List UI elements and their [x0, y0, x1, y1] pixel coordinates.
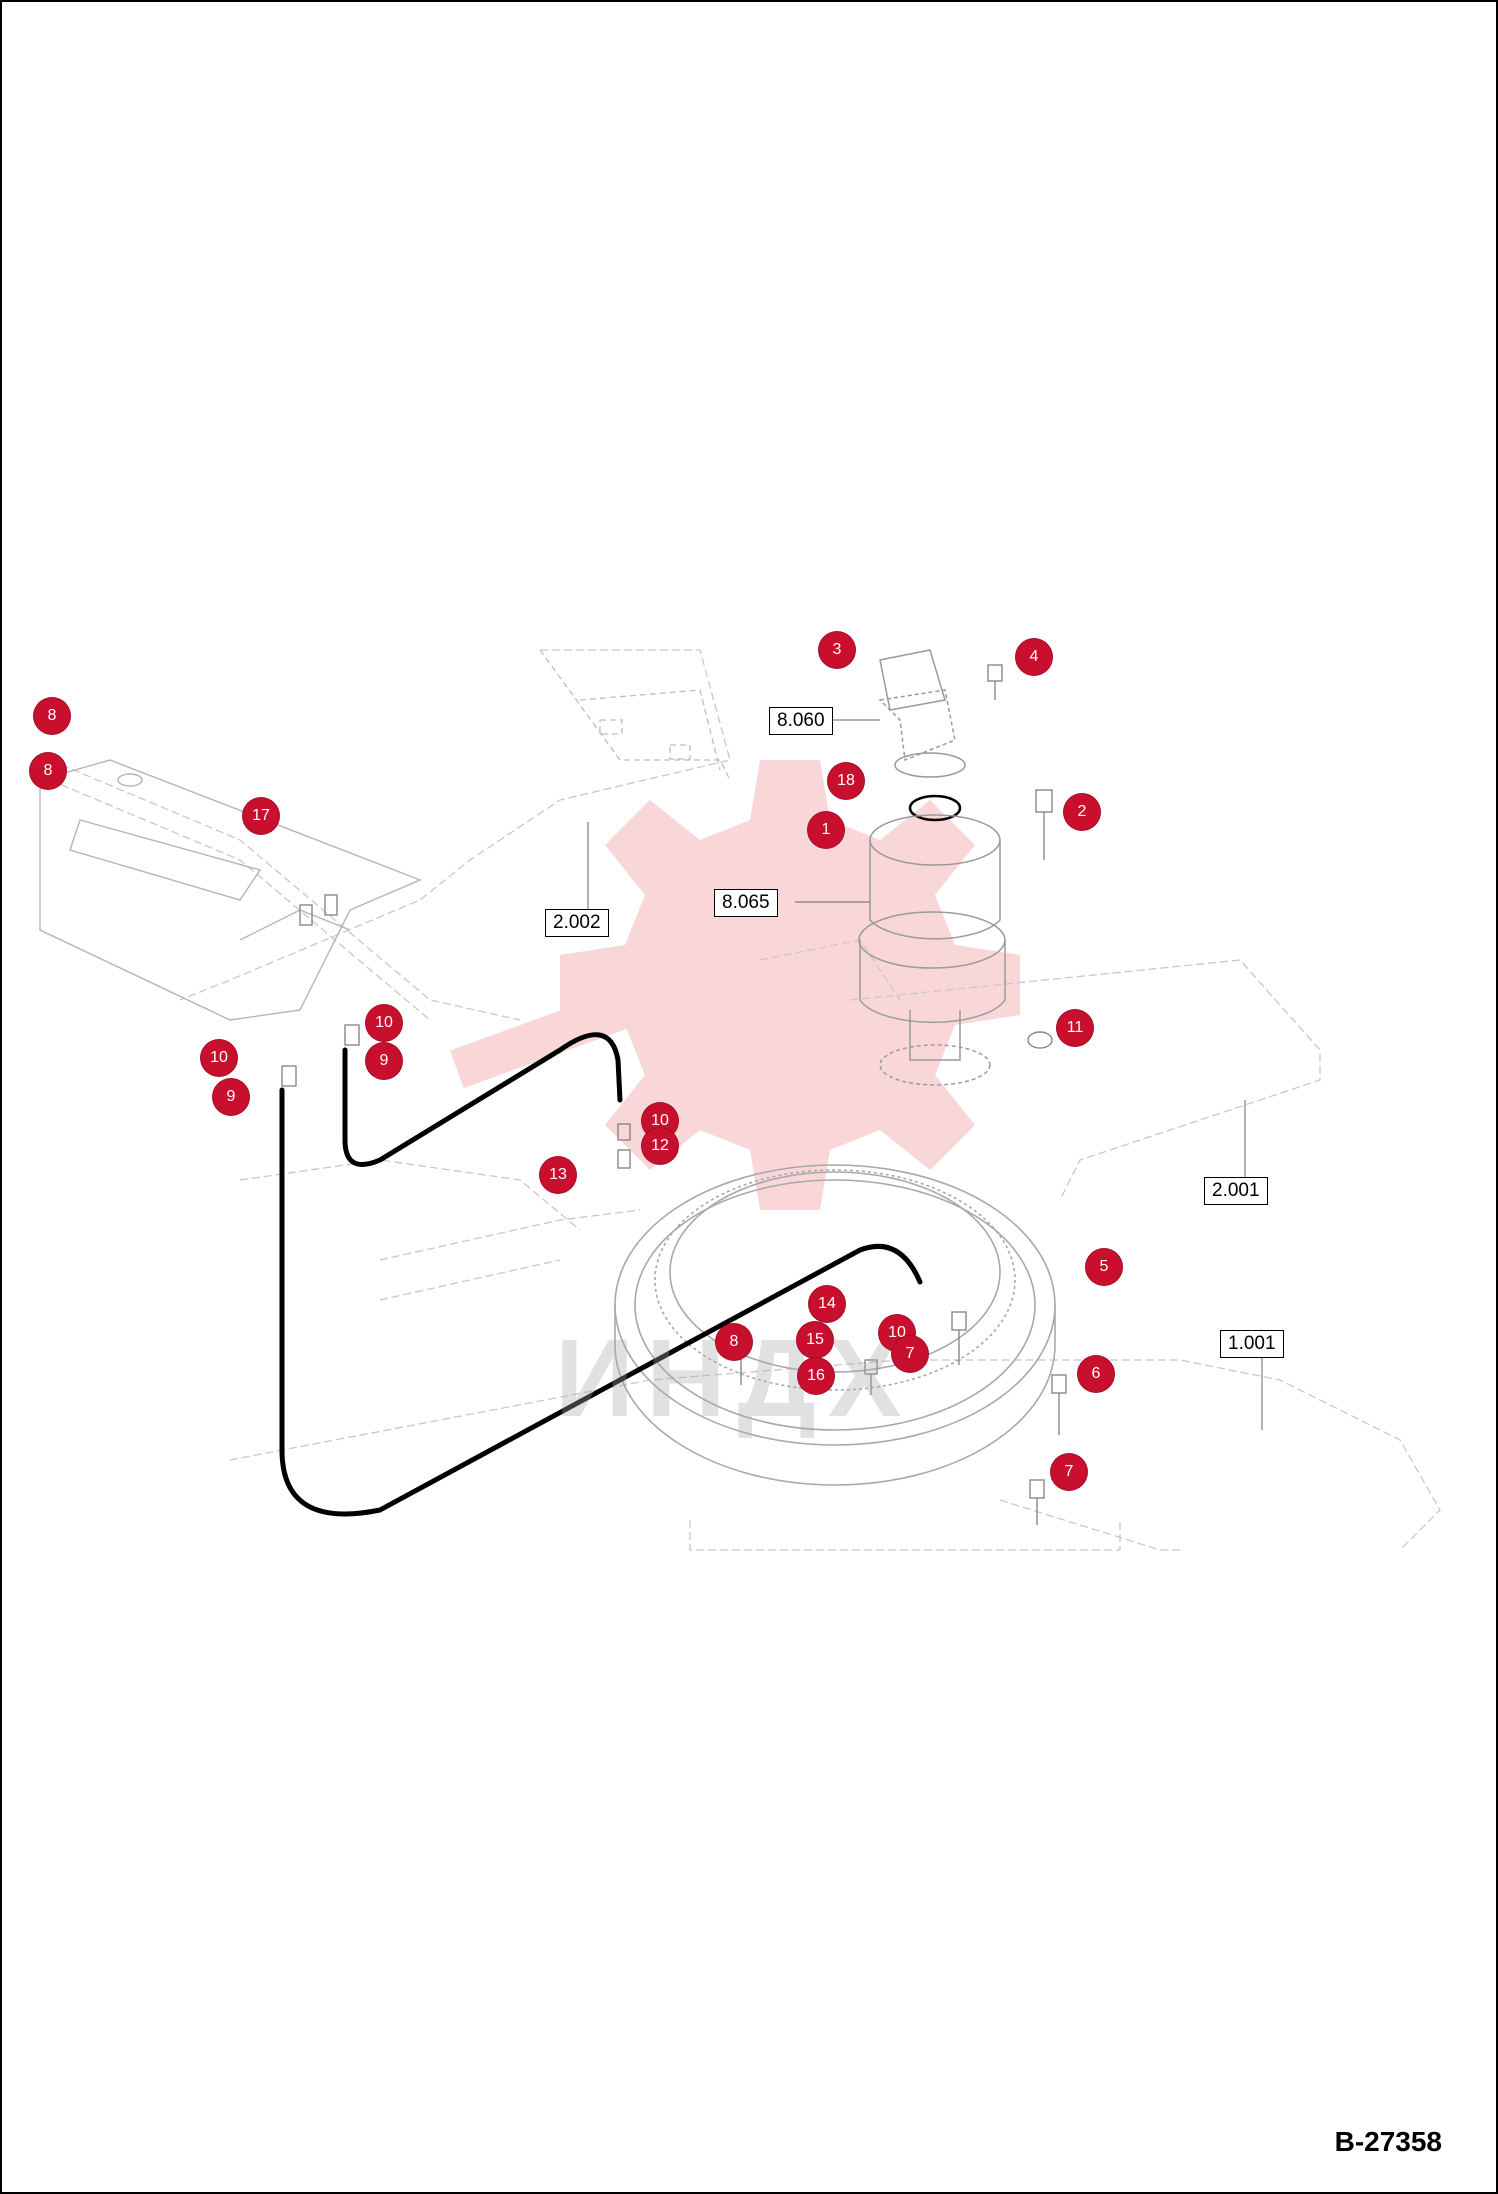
swing-motor [858, 649, 1006, 1086]
callout-10[interactable]: 10 [366, 1005, 402, 1041]
callout-14[interactable]: 14 [809, 1286, 845, 1322]
callout-7[interactable]: 7 [1051, 1454, 1087, 1490]
callout-2[interactable]: 2 [1064, 794, 1100, 830]
reference-box-2002[interactable]: 2.002 [545, 909, 609, 937]
callout-3[interactable]: 3 [819, 632, 855, 668]
callout-4[interactable]: 4 [1016, 639, 1052, 675]
callout-16[interactable]: 16 [798, 1358, 834, 1394]
reference-box-1001[interactable]: 1.001 [1220, 1330, 1284, 1358]
callout-10[interactable]: 10 [201, 1040, 237, 1076]
upper-frame [539, 649, 731, 781]
gear-watermark [450, 760, 1020, 1210]
callout-1[interactable]: 1 [808, 812, 844, 848]
reference-box-8065[interactable]: 8.065 [714, 889, 778, 917]
cover-plate [39, 759, 422, 1021]
callout-7[interactable]: 7 [892, 1336, 928, 1372]
callout-8[interactable]: 8 [30, 753, 66, 789]
hydraulic-hoses [279, 1032, 923, 1517]
callout-13[interactable]: 13 [540, 1157, 576, 1193]
drawing-number: B-27358 [1334, 2126, 1442, 2157]
callout-15[interactable]: 15 [797, 1322, 833, 1358]
callout-6[interactable]: 6 [1078, 1356, 1114, 1392]
callout-5[interactable]: 5 [1086, 1249, 1122, 1285]
reference-box-2001[interactable]: 2.001 [1204, 1177, 1268, 1205]
callout-12[interactable]: 12 [642, 1128, 678, 1164]
callout-9[interactable]: 9 [366, 1043, 402, 1079]
callout-8[interactable]: 8 [716, 1324, 752, 1360]
callout-18[interactable]: 18 [828, 763, 864, 799]
reference-box-8060[interactable]: 8.060 [769, 707, 833, 735]
callout-11[interactable]: 11 [1057, 1010, 1093, 1046]
leader-lines [587, 719, 1263, 1430]
swing-ring [614, 1164, 1056, 1486]
callout-17[interactable]: 17 [243, 798, 279, 834]
chassis-outline [49, 649, 1441, 1551]
callout-9[interactable]: 9 [213, 1079, 249, 1115]
callout-8[interactable]: 8 [34, 698, 70, 734]
